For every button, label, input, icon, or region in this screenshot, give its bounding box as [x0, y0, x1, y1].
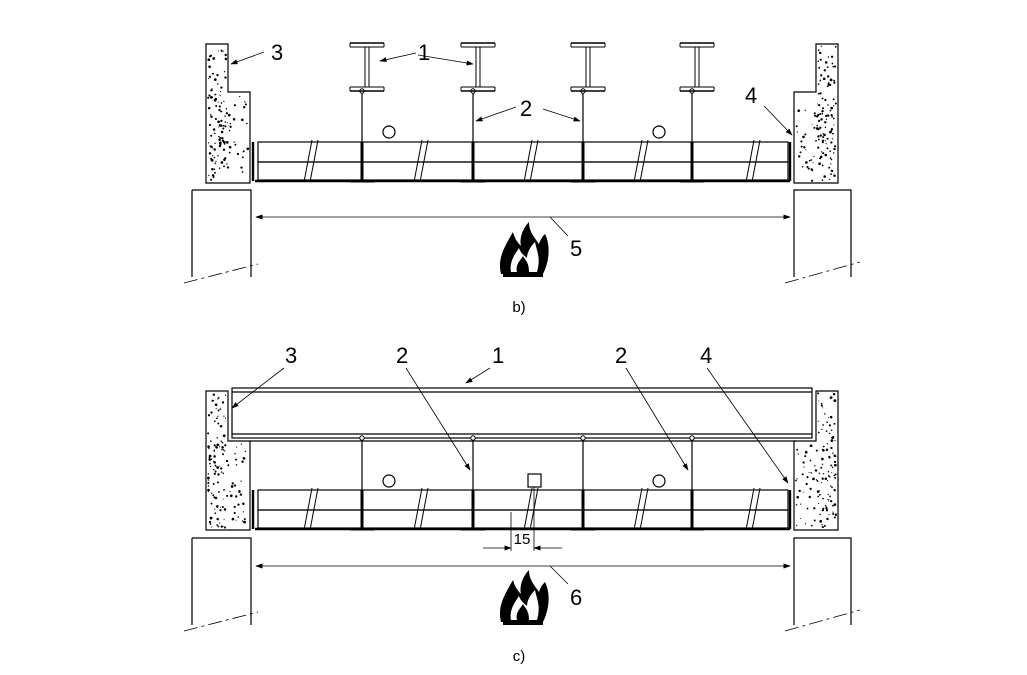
ceiling-panel [251, 141, 792, 183]
break-line [309, 139, 319, 183]
label-span: 5 [570, 236, 582, 261]
label-seal: 4 [745, 83, 757, 108]
left-wall [205, 43, 251, 184]
label-span: 6 [570, 585, 582, 610]
label-wall: 3 [285, 343, 297, 368]
ceiling-panel [251, 489, 792, 531]
longitudinal-beam [231, 387, 813, 442]
square-marker [527, 473, 542, 488]
dimension-15: 15 [483, 487, 562, 551]
break-line [303, 139, 313, 183]
furnace-right [784, 537, 861, 632]
dimension-value: 15 [514, 531, 531, 548]
hanger-eye [359, 435, 365, 441]
break-line [751, 487, 761, 531]
break-line [633, 139, 643, 183]
concrete-texture [795, 444, 838, 527]
concrete-texture [207, 393, 227, 528]
span-dimension-c [255, 563, 791, 585]
hangers [350, 435, 704, 531]
furnace-right [784, 189, 861, 284]
concrete-texture [816, 392, 837, 529]
break-line [309, 487, 319, 531]
caption-b: b) [512, 299, 525, 316]
span-dimension-b [255, 214, 791, 237]
concrete-texture [207, 49, 228, 179]
label-hanger: 2 [520, 96, 532, 121]
label-beam: 1 [418, 40, 430, 65]
break-line [413, 487, 423, 531]
view-c: 15 3 2 1 2 4 6 c) [183, 343, 861, 665]
break-line [751, 139, 761, 183]
concrete-texture [795, 98, 834, 182]
hanger-eye [580, 435, 586, 441]
break-line [633, 487, 643, 531]
flame-icon [499, 222, 549, 277]
furnace-left [183, 189, 259, 284]
thermocouple-marker [652, 125, 666, 139]
thermocouple-marker [382, 125, 396, 139]
break-line [529, 139, 539, 183]
break-line [523, 487, 533, 531]
label-wall: 3 [271, 40, 283, 65]
break-line [303, 487, 313, 531]
break-line [419, 487, 429, 531]
furnace-left [183, 537, 259, 632]
break-line [639, 487, 649, 531]
caption-c: c) [513, 648, 526, 665]
break-line [745, 487, 755, 531]
label-hanger: 2 [396, 343, 408, 368]
concrete-texture [208, 94, 250, 181]
i-beams [349, 42, 715, 92]
break-line [745, 139, 755, 183]
thermocouple-marker [382, 474, 396, 488]
right-wall [793, 390, 839, 531]
label-beam: 1 [492, 343, 504, 368]
flame-icon [499, 570, 549, 625]
view-b: 3 1 2 4 5 b) [183, 40, 861, 316]
break-line [639, 139, 649, 183]
hanger-eye [470, 435, 476, 441]
right-wall [793, 43, 839, 184]
concrete-texture [207, 443, 247, 529]
thermocouple-marker [652, 474, 666, 488]
break-line [523, 139, 533, 183]
label-seal: 4 [700, 343, 712, 368]
label-hanger: 2 [615, 343, 627, 368]
panel-break-marks [303, 139, 761, 183]
hanger-eye [689, 435, 695, 441]
break-line [413, 139, 423, 183]
break-line [419, 139, 429, 183]
panel-break-marks [303, 487, 761, 531]
